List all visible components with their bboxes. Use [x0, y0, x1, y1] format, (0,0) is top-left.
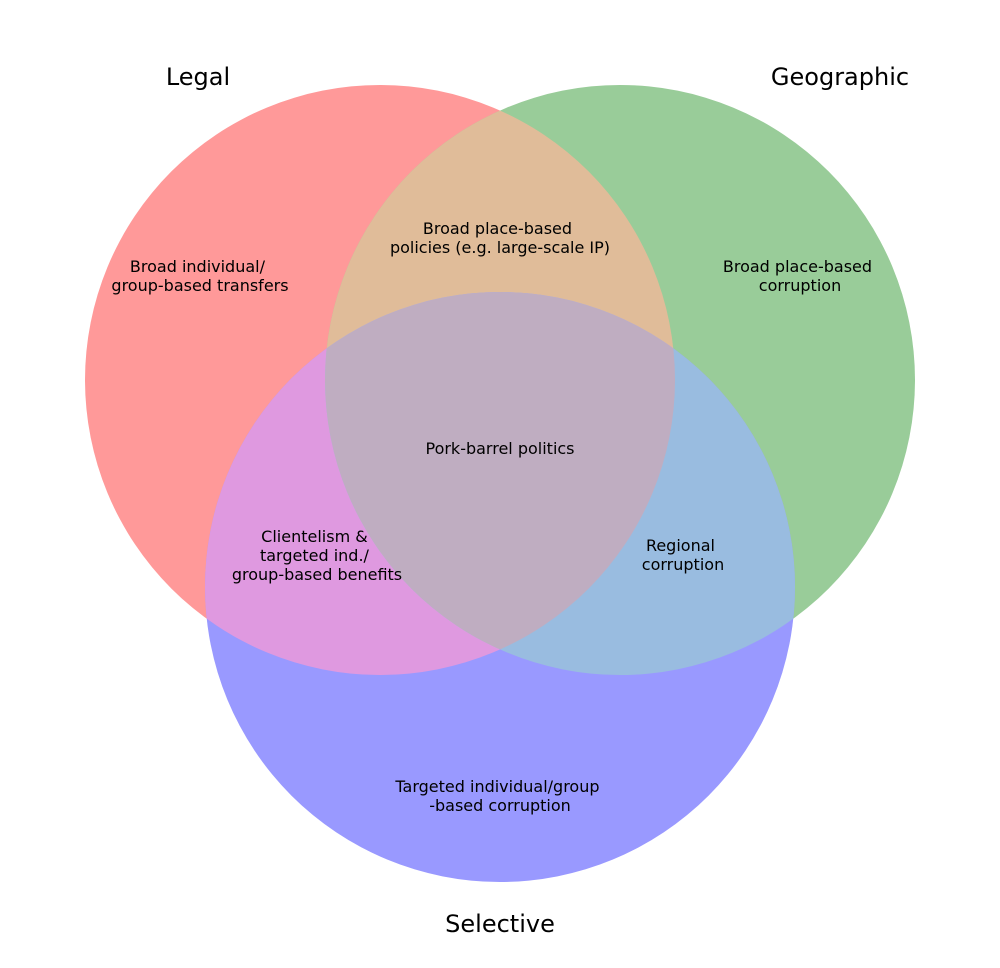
triple-overlap: [325, 292, 675, 675]
geographic-set-label: Geographic: [771, 63, 909, 91]
legal-set-label: Legal: [166, 63, 230, 91]
all-sets-label: Pork-barrel politics: [425, 439, 574, 458]
selective-set-label: Selective: [445, 910, 555, 938]
legal-only-label: Broad individual/ group-based transfers: [111, 257, 288, 295]
legal-geographic-label: Broad place-based policies (e.g. large-s…: [390, 219, 610, 257]
geographic-only-label: Broad place-based corruption: [723, 257, 877, 295]
selective-only-label: Targeted individual/group -based corrupt…: [394, 777, 604, 815]
legal-selective-label: Clientelism & targeted ind./ group-based…: [232, 527, 402, 584]
geographic-selective-label: Regional corruption: [642, 536, 724, 574]
